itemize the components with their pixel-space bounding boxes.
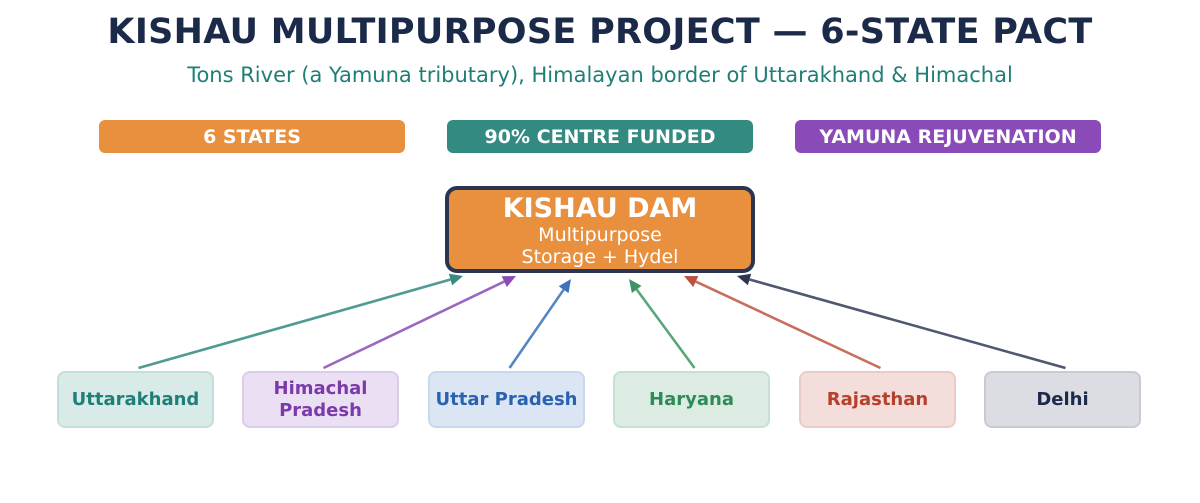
badge-states: 6 STATES — [99, 120, 405, 153]
state-delhi: Delhi — [984, 371, 1141, 428]
state-uttarakhand: Uttarakhand — [57, 371, 214, 428]
arrow-line-5 — [749, 278, 1066, 370]
arrow-line-4 — [695, 280, 882, 370]
arrow-head-1 — [501, 276, 516, 288]
dam-title: KISHAU DAM — [502, 192, 698, 224]
badge-centre-funded: 90% CENTRE FUNDED — [447, 120, 753, 153]
arrow-line-1 — [322, 280, 505, 370]
dam-description-line-2: Storage + Hydel — [521, 245, 679, 268]
arrow-head-4 — [684, 276, 699, 287]
page-title: KISHAU MULTIPURPOSE PROJECT — 6-STATE PA… — [107, 12, 1093, 52]
arrow-head-3 — [629, 279, 642, 294]
page-subtitle: Tons River (a Yamuna tributary), Himalay… — [187, 63, 1013, 87]
arrow-line-3 — [635, 288, 696, 369]
badge-yamuna-rejuvenation: YAMUNA REJUVENATION — [795, 120, 1101, 153]
kishau-dam-node: KISHAU DAM Multipurpose Storage + Hydel — [445, 186, 755, 273]
state-uttar-pradesh: Uttar Pradesh — [428, 371, 585, 428]
arrow-head-2 — [558, 279, 571, 294]
state-rajasthan: Rajasthan — [799, 371, 956, 428]
arrow-head-5 — [737, 273, 752, 286]
state-himachal-pradesh: Himachal Pradesh — [242, 371, 399, 428]
arrow-head-0 — [448, 273, 463, 286]
dam-description-line-1: Multipurpose — [538, 223, 662, 246]
arrow-line-2 — [508, 288, 565, 369]
arrow-line-0 — [138, 278, 451, 370]
state-haryana: Haryana — [613, 371, 770, 428]
